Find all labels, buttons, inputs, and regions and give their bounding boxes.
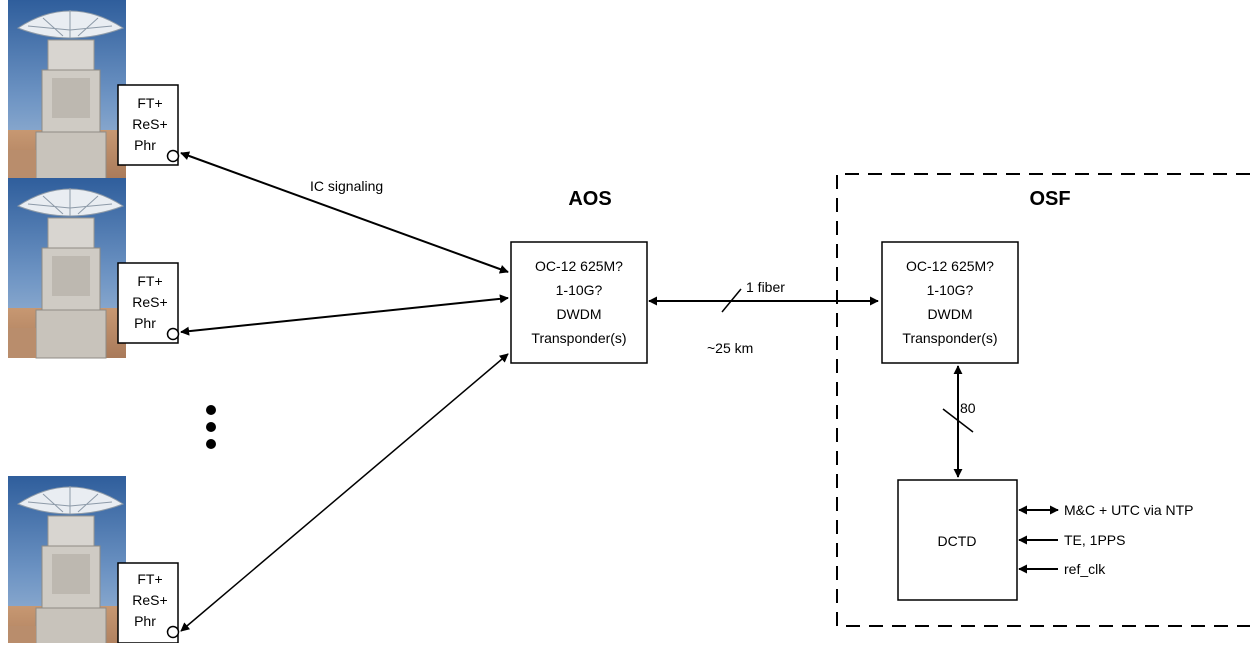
bus-width-label: 80 (960, 400, 976, 416)
antenna-box-3: FT+ ReS+ Phr (117, 562, 180, 644)
osf-transponder-line-1: OC-12 625M? (906, 258, 994, 274)
port-circle-1 (166, 149, 180, 163)
distance-label: ~25 km (707, 340, 753, 356)
ellipsis-dots (206, 405, 216, 449)
ic-signaling-label: IC signaling (310, 178, 383, 194)
dctd-label: DCTD (938, 533, 977, 549)
aos-label: AOS (568, 188, 611, 210)
aos-transponder-line-3: DWDM (556, 306, 601, 322)
aos-transponder-line-4: Transponder(s) (531, 330, 626, 346)
link-antenna-2-aos (180, 294, 509, 336)
antenna-2-line-1: FT+ (137, 273, 162, 289)
dctd-box: DCTD (897, 479, 1018, 601)
antenna-1-line-3: Phr (134, 137, 156, 153)
antenna-image-2 (7, 177, 127, 359)
osf-transponder-box: OC-12 625M? 1-10G? DWDM Transponder(s) (881, 241, 1019, 364)
antenna-3-line-2: ReS+ (132, 592, 167, 608)
antenna-box-2: FT+ ReS+ Phr (117, 262, 180, 344)
link-antenna-1-aos (180, 151, 509, 274)
antenna-2-line-3: Phr (134, 315, 156, 331)
osf-transponder-line-4: Transponder(s) (902, 330, 997, 346)
osf-region (836, 173, 1250, 627)
bus-slash (942, 408, 974, 433)
fiber-slash (721, 288, 742, 313)
port-circle-2 (166, 327, 180, 341)
aos-transponder-line-2: 1-10G? (556, 282, 603, 298)
osf-label: OSF (1029, 188, 1070, 210)
antenna-1-line-2: ReS+ (132, 116, 167, 132)
osf-transponder-line-2: 1-10G? (927, 282, 974, 298)
refclk-label: ref_clk (1064, 561, 1106, 577)
mc-label: M&C + UTC via NTP (1064, 502, 1194, 518)
antenna-image-1 (7, 0, 127, 181)
antenna-image-3 (7, 475, 127, 648)
antenna-3-line-3: Phr (134, 613, 156, 629)
antenna-2-line-2: ReS+ (132, 294, 167, 310)
antenna-box-1: FT+ ReS+ Phr (117, 84, 180, 166)
fiber-label: 1 fiber (746, 279, 785, 295)
antenna-1-line-1: FT+ (137, 95, 162, 111)
antenna-3-line-1: FT+ (137, 571, 162, 587)
te-label: TE, 1PPS (1064, 532, 1125, 548)
port-circle-3 (166, 625, 180, 639)
aos-transponder-line-1: OC-12 625M? (535, 258, 623, 274)
osf-transponder-line-3: DWDM (927, 306, 972, 322)
link-antenna-3-aos (180, 353, 509, 632)
aos-transponder-box: OC-12 625M? 1-10G? DWDM Transponder(s) (510, 241, 648, 364)
